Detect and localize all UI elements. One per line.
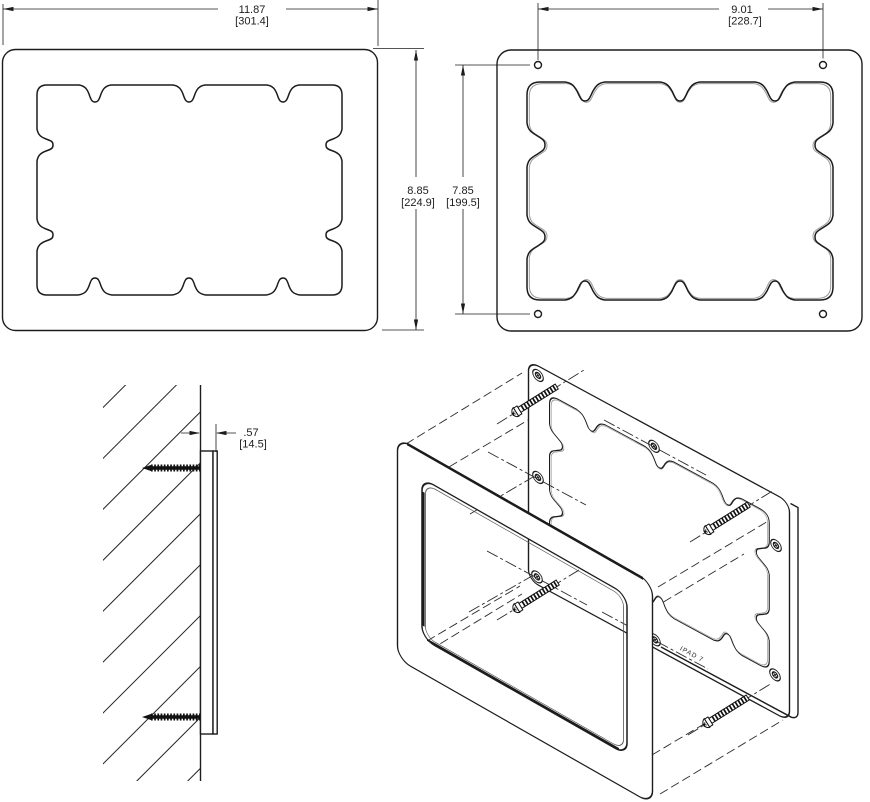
plate-opening-step-line [528, 83, 832, 299]
arrowhead [413, 319, 419, 330]
dim-hole-spacing-width-in: 9.01 [731, 4, 752, 16]
dim-hole-spacing-width-mm: [228.7] [728, 16, 762, 28]
plate-side-profile [199, 450, 214, 735]
arrowhead [460, 303, 466, 314]
dim-hole-spacing-height-mm: [199.5] [446, 197, 480, 209]
dim-mount-thickness-mm: [14.5] [239, 439, 267, 451]
plate-opening-profile [526, 81, 834, 301]
arrowhead [812, 6, 823, 12]
arrowhead [3, 6, 14, 12]
plate-outline [527, 364, 791, 718]
mounting-hole [818, 60, 828, 70]
back-view: 9.01 [228.7] 7.85 [199.5] [446, 3, 863, 332]
plate-face [528, 364, 790, 718]
mounting-hole [533, 60, 543, 70]
dim-overall-height-in: 8.85 [407, 185, 428, 197]
mounting-hole [533, 309, 543, 319]
wall-hatching [103, 385, 200, 781]
dim-overall-height-mm: [224.9] [401, 197, 435, 209]
bezel-face [397, 441, 653, 801]
arrowhead [460, 65, 466, 76]
dim-hole-spacing-height-in: 7.85 [452, 185, 473, 197]
arrowhead [367, 6, 378, 12]
exploded-iso-view: IPAD 7 [396, 364, 799, 801]
bezel-side-profile [212, 450, 218, 735]
iso-mounting-plate [527, 364, 791, 718]
dimension-overall-width: 11.87 [301.4] [2, 0, 379, 46]
side-section-view: .57 [14.5] [103, 385, 267, 781]
dimension-overall-height: 8.85 [224.9] [373, 48, 435, 331]
arrowhead [189, 430, 200, 436]
wall-screw [142, 464, 200, 472]
dim-mount-thickness-in: .57 [243, 427, 258, 439]
front-view: 11.87 [301.4] 8.85 [224.9] [1, 0, 435, 332]
dimension-hole-spacing-width: 9.01 [228.7] [537, 3, 824, 60]
dimension-mount-thickness: .57 [14.5] [181, 424, 267, 452]
bezel-opening-inner-wall [425, 487, 624, 746]
dimension-hole-spacing-height: 7.85 [199.5] [446, 64, 530, 315]
bezel-outer-profile [1, 48, 379, 332]
plate-outer-profile [496, 49, 863, 332]
plate-thickness-edge [660, 502, 799, 719]
dim-overall-width-in: 11.87 [239, 4, 266, 16]
arrowhead [538, 6, 549, 12]
wall-screw [142, 713, 200, 721]
arrowhead [413, 50, 419, 61]
bezel-top-edge-highlight [407, 442, 643, 580]
iso-front-bezel [396, 441, 654, 801]
screw-tip [142, 464, 152, 472]
bezel-opening-profile [36, 84, 343, 296]
bezel-opening-bottom-highlight [427, 638, 619, 751]
arrowhead [216, 430, 227, 436]
assembly-screw [701, 693, 751, 730]
dim-overall-width-mm: [301.4] [235, 16, 269, 28]
screw-tip [142, 713, 152, 721]
mounting-hole [818, 309, 828, 319]
